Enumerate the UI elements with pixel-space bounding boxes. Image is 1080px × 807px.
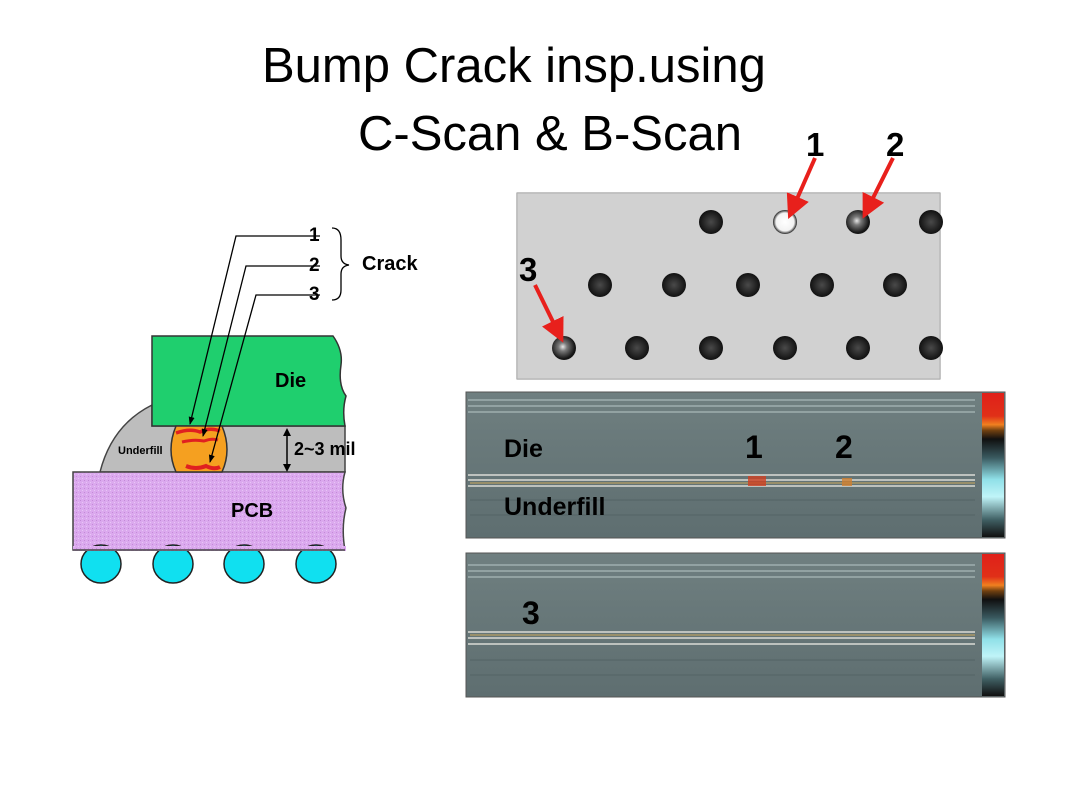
bump-dot: [846, 336, 870, 360]
b-scan-marker-1: 1: [745, 429, 763, 465]
underfill-label: Underfill: [118, 445, 163, 457]
crack-leader-1: [188, 235, 320, 425]
c-scan-arrow-2: [862, 157, 895, 219]
bump-dot: [699, 210, 723, 234]
crack-1: [175, 427, 221, 435]
crack-number-2: 2: [309, 255, 320, 276]
b-scan-marker-2: 2: [835, 429, 853, 465]
c-scan-image: [516, 157, 943, 380]
solder-ball: [80, 544, 122, 584]
c-scan-label-2: 2: [886, 126, 905, 163]
crack-label: Crack: [362, 253, 418, 275]
bump-dot-crack-2: [846, 210, 870, 234]
b-scan-die-label: Die: [504, 435, 543, 463]
pcb-substrate: [72, 471, 347, 551]
bump-dot: [662, 273, 686, 297]
bump-dot: [919, 336, 943, 360]
pcb-label: PCB: [231, 500, 274, 522]
c-scan-arrow-3: [533, 284, 564, 343]
bump-dot: [736, 273, 760, 297]
bump-dot: [919, 210, 943, 234]
bump-dot-crack-3: [552, 336, 576, 360]
package-cross-section: [72, 227, 350, 584]
c-scan-label-3: 3: [519, 251, 538, 288]
solder-ball: [223, 544, 265, 584]
die-block: [151, 335, 347, 427]
crack-leader-2: [201, 265, 320, 437]
crack-3: [185, 463, 221, 471]
crack-number-3: 3: [309, 284, 320, 305]
solder-ball: [295, 544, 337, 584]
crack-number-1: 1: [309, 225, 320, 246]
slide-title-line-2: C-Scan & B-Scan: [358, 107, 742, 161]
b-scan-underfill-label: Underfill: [504, 493, 606, 521]
slide-title-line-1: Bump Crack insp.using: [262, 39, 766, 93]
bump-dot: [883, 273, 907, 297]
c-scan-label-1: 1: [806, 126, 825, 163]
crack-brace: [331, 227, 350, 301]
crack-2: [181, 437, 219, 444]
bump-dot: [773, 336, 797, 360]
b-scan-marker-3: 3: [522, 595, 540, 631]
bump-dot: [810, 273, 834, 297]
solder-ball: [152, 544, 194, 584]
bump-dot-crack-1: [773, 210, 797, 234]
bump-dot: [588, 273, 612, 297]
bump-dot: [699, 336, 723, 360]
b-scan-top-image: [465, 391, 1006, 539]
c-scan-arrow-1: [786, 157, 817, 219]
gap-dimension-label: 2~3 mil: [294, 439, 356, 459]
b-scan-bottom-image: [465, 552, 1006, 698]
crack-leader-3: [208, 294, 320, 463]
bump-dot: [625, 336, 649, 360]
die-label: Die: [275, 370, 307, 392]
